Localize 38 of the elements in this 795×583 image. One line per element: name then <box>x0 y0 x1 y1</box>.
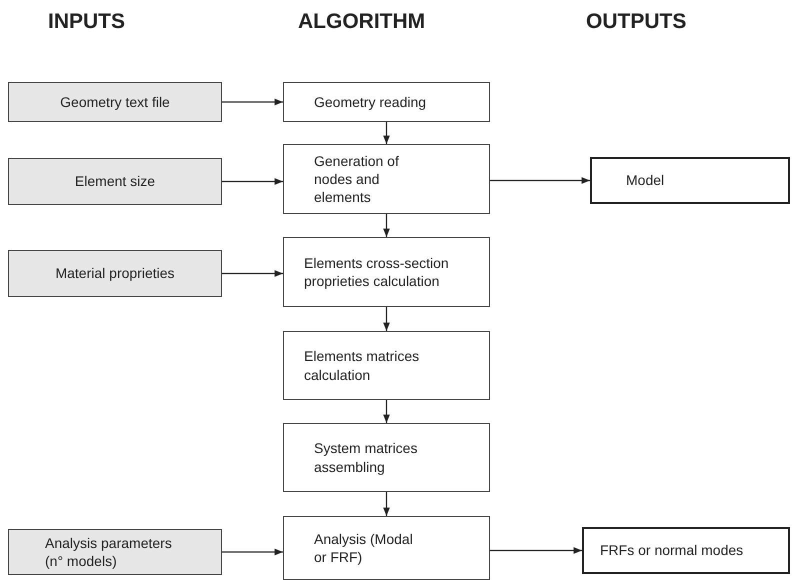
box-text: Model <box>626 171 664 190</box>
arrow <box>222 178 283 185</box>
column-heading: ALGORITHM <box>298 10 426 34</box>
process-box <box>283 331 490 400</box>
process-box <box>283 237 490 307</box>
box-text: Elements matrices calculation <box>304 347 420 384</box>
process-box <box>283 144 490 214</box>
input-box <box>8 158 222 205</box>
column-heading: OUTPUTS <box>586 10 686 34</box>
box-text: Element size <box>74 172 156 191</box>
arrow <box>222 270 283 277</box>
process-box <box>283 423 490 492</box>
box-text: Geometry text file <box>60 92 170 112</box>
box-text: FRFs or normal modes <box>600 541 744 560</box>
arrow <box>383 214 390 237</box>
arrow <box>222 548 283 556</box>
arrow <box>490 177 590 184</box>
process-box <box>283 82 490 122</box>
arrow <box>383 492 390 516</box>
box-text: System matrices assembling <box>314 439 418 476</box>
arrow <box>383 122 390 144</box>
output-box <box>590 157 790 204</box>
arrow <box>383 400 390 423</box>
arrow <box>490 547 582 554</box>
box-text: Generation of nodes and elements <box>314 152 400 206</box>
input-box <box>8 82 222 122</box>
arrow <box>383 307 390 331</box>
box-text: Geometry reading <box>314 92 426 112</box>
box-text: Elements cross-section proprieties calculation <box>304 254 450 290</box>
process-box <box>283 516 490 580</box>
column-heading: INPUTS <box>48 10 126 34</box>
input-box <box>8 250 222 297</box>
output-box <box>582 527 790 574</box>
box-text: Analysis (Modal or FRF) <box>314 530 414 566</box>
box-text: Analysis parameters (n° models) <box>45 534 173 570</box>
arrow <box>222 98 283 106</box>
input-box <box>8 529 222 575</box>
box-text: Material proprieties <box>55 264 175 283</box>
